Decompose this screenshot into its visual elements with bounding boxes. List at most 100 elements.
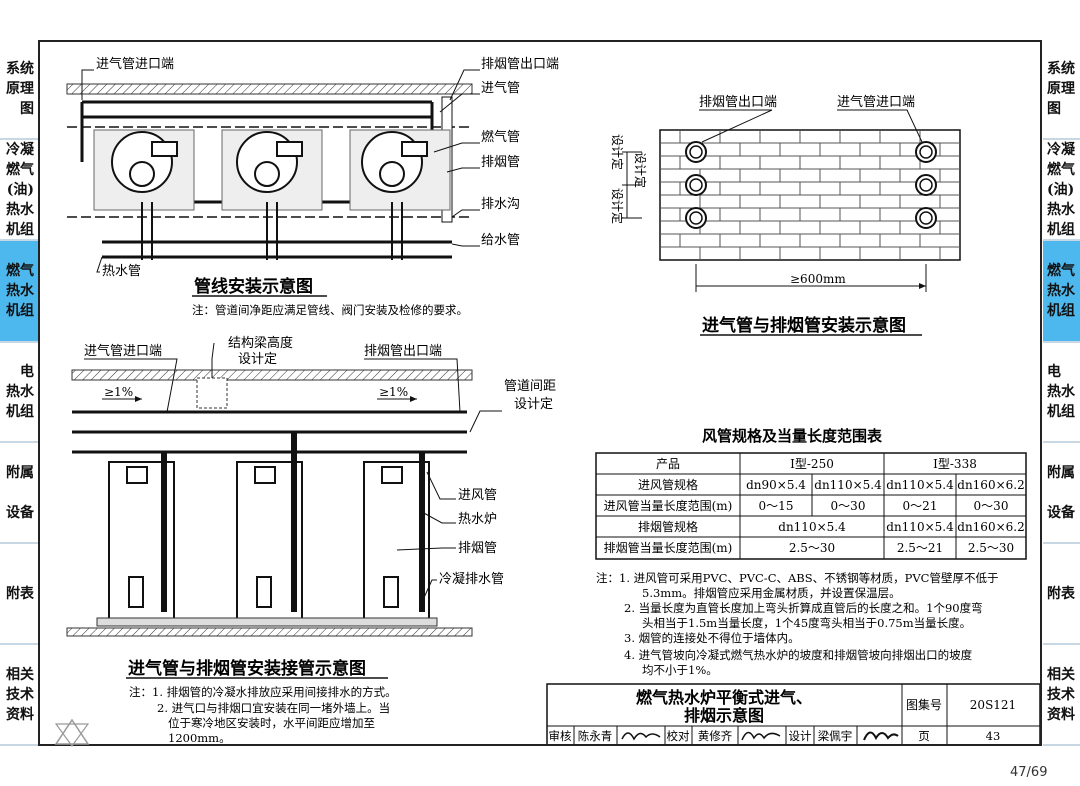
note-connection-1: 注：1. 排烟管的冷凝水排放应采用间接排水的方式。: [129, 685, 397, 699]
table-cell: dn110×5.4: [778, 520, 846, 534]
table-header-type-250: Ⅰ型-250: [790, 457, 834, 471]
note-connection-3: 位于寒冷地区安装时，水平间距应增加至: [168, 716, 375, 730]
tab-auxiliary-equipment[interactable]: 附属 设备: [0, 443, 38, 544]
note-line: 头相当于1.5m当量长度，1个45度弯头相当于0.75m当量长度。: [642, 616, 971, 630]
note-line: 注：1. 进风管可采用PVC、PVC-C、ABS、不锈钢等材质，PVC管壁厚不低…: [596, 571, 998, 585]
right-category-tabs: 系统 原理 图 冷凝 燃气 (油) 热水 机组 燃气 热水 机组 电 热水 机组…: [1043, 40, 1080, 746]
drawing-title-line2: 排烟示意图: [684, 706, 764, 725]
table-header-type-338: Ⅰ型-338: [933, 457, 977, 471]
tab-electric-hot-water-unit[interactable]: 电 热水 机组: [0, 343, 38, 443]
table-cell: dn110×5.4: [886, 478, 954, 492]
label-condensate: 冷凝排水管: [439, 571, 504, 587]
tab-appendix-tables-right[interactable]: 附表: [1043, 544, 1080, 645]
label-flue-outlet-top: 排烟管出口端: [481, 57, 559, 72]
table-cell: 2.5～30: [789, 541, 835, 555]
air-flue-installation-diagram: 排烟管出口端 进气管进口端 设计定 设计定 设计定 ≥600mm 进气管与排烟管…: [610, 94, 961, 336]
label-design-fixed-3: 设计定: [610, 188, 625, 224]
tab-gas-hot-water-unit[interactable]: 燃气 热水 机组: [0, 241, 38, 343]
title-connection-diagram: 进气管与排烟管安装接管示意图: [128, 658, 366, 679]
table-cell: 0～30: [831, 499, 866, 513]
table-title: 风管规格及当量长度范围表: [702, 427, 883, 445]
drawing-svg: 进气管进口端 排烟管出口端 进气管 燃气管 排烟管 排水沟 给水管 热水管 管线…: [66, 56, 1041, 746]
label-drain: 排水沟: [481, 197, 520, 212]
left-category-tabs: 系统 原理 图 冷凝 燃气 (油) 热水 机组 燃气 热水 机组 电 热水 机组…: [0, 40, 38, 746]
table-cell: dn110×5.4: [814, 478, 882, 492]
reviewer-signature-icon: [621, 732, 661, 741]
label-design-fixed-1: 设计定: [610, 134, 625, 170]
review-label: 审核: [549, 729, 572, 743]
label-pipe-spacing-design: 设计定: [514, 397, 553, 412]
note-line: 2. 当量长度为直管长度加上弯头折算成直管后的长度之和。1个90度弯: [624, 601, 983, 615]
tab-condensing-gas-unit[interactable]: 冷凝 燃气 (油) 热水 机组: [0, 140, 38, 241]
tab-appendix-tables[interactable]: 附表: [0, 544, 38, 645]
table-cell: dn160×6.2: [957, 520, 1024, 534]
label-min-spacing: ≥600mm: [790, 272, 846, 286]
viewer-page-indicator: 47/69: [1010, 765, 1048, 780]
check-label: 校对: [667, 729, 690, 743]
table-cell: 进风管当量长度范围(m): [604, 498, 733, 513]
label-pipe-spacing: 管道间距: [504, 379, 556, 394]
table-cell: 0～15: [759, 499, 794, 513]
label-water-heater: 热水炉: [458, 512, 497, 527]
title-air-flue-installation: 进气管与排烟管安装示意图: [702, 315, 906, 336]
title-pipeline-installation: 管线安装示意图: [194, 276, 313, 297]
label-gas-pipe: 燃气管: [481, 129, 520, 145]
table-cell: 排烟管规格: [638, 519, 698, 534]
table-cell: dn110×5.4: [886, 520, 954, 534]
label-beam-height: 结构梁高度: [228, 335, 293, 351]
tab-electric-hot-water-unit-right[interactable]: 电 热水 机组: [1043, 343, 1080, 443]
table-header-product: 产品: [656, 457, 680, 471]
tab-related-tech-docs[interactable]: 相关 技术 资料: [0, 645, 38, 746]
note-connection-2: 2. 进气口与排烟口宜安装在同一堵外墙上。当: [157, 701, 390, 715]
label-flue-pipe-top: 排烟管: [481, 155, 520, 170]
label-design-fixed-2: 设计定: [633, 152, 648, 188]
tab-condensing-gas-unit-right[interactable]: 冷凝 燃气 (油) 热水 机组: [1043, 140, 1080, 241]
table-cell: dn90×5.4: [746, 478, 806, 492]
tab-gas-hot-water-unit-right[interactable]: 燃气 热水 机组: [1043, 241, 1080, 343]
note-line: 4. 进气管坡向冷凝式燃气热水炉的坡度和排烟管坡向排烟出口的坡度: [624, 648, 973, 662]
note-line: 3. 烟管的连接处不得位于墙体内。: [624, 631, 800, 645]
heater-unit-top-2: [221, 129, 323, 211]
title-block: 燃气热水炉平衡式进气、 排烟示意图 图集号 20S121 审核 陈永青 校对 黄…: [546, 683, 1041, 746]
drawing-title-line1: 燃气热水炉平衡式进气、: [636, 688, 812, 707]
table-cell: 0～21: [903, 499, 938, 513]
note-line: 5.3mm。排烟管应采用金属材质，并设置保温层。: [642, 586, 901, 600]
label-air-pipe: 进气管: [481, 80, 520, 96]
label-slope-2: ≥1%: [379, 385, 408, 399]
checker-signature-icon: [741, 731, 781, 741]
water-heater-2: [236, 432, 303, 623]
note-connection-4: 1200mm。: [168, 731, 231, 744]
tab-related-tech-docs-right[interactable]: 相关 技术 资料: [1043, 645, 1080, 746]
atlas-label: 图集号: [906, 697, 942, 712]
heater-unit-top-1: [93, 129, 195, 211]
tab-system-diagram[interactable]: 系统 原理 图: [0, 40, 38, 140]
checker-name: 黄修齐: [698, 729, 733, 743]
label-water-supply: 给水管: [481, 233, 520, 248]
drawing-sheet: 进气管进口端 排烟管出口端 进气管 燃气管 排烟管 排水沟 给水管 热水管 管线…: [38, 40, 1042, 746]
water-heater-1: [108, 452, 175, 623]
table-cell: 2.5～21: [897, 541, 943, 555]
label-slope-1: ≥1%: [104, 385, 133, 399]
pipeline-installation-diagram: 进气管进口端 排烟管出口端 进气管 燃气管 排烟管 排水沟 给水管 热水管 管线…: [66, 56, 559, 317]
label-flue-pipe-bottom: 排烟管: [458, 541, 497, 556]
water-heater-3: [363, 452, 430, 623]
table-cell: dn160×6.2: [957, 478, 1024, 492]
page-label: 页: [918, 729, 930, 743]
note-pipeline-installation: 注：管道间净距应满足管线、阀门安装及检修的要求。: [192, 303, 468, 317]
reviewer-name: 陈永青: [578, 729, 613, 743]
table-cell: 排烟管当量长度范围(m): [604, 540, 733, 555]
duct-spec-table: 风管规格及当量长度范围表 产品 Ⅰ型-250 Ⅰ型-338 进风管规格 dn90…: [595, 427, 1027, 560]
label-air-inlet-top: 进气管进口端: [96, 56, 174, 72]
label-air-inlet-wall: 进气管进口端: [837, 94, 915, 110]
tab-auxiliary-equipment-right[interactable]: 附属 设备: [1043, 443, 1080, 544]
tab-system-diagram-right[interactable]: 系统 原理 图: [1043, 40, 1080, 140]
label-flue-outlet-bottom: 排烟管出口端: [364, 344, 442, 359]
air-flue-connection-diagram: ≥1% ≥1% 进气管进口端: [66, 335, 556, 745]
table-cell: 0～30: [974, 499, 1009, 513]
atlas-number: 20S121: [970, 698, 1016, 712]
designer-signature-icon: [863, 731, 899, 741]
table-cell: 2.5～30: [968, 541, 1014, 555]
right-notes: 注：1. 进风管可采用PVC、PVC-C、ABS、不锈钢等材质，PVC管壁厚不低…: [596, 571, 998, 677]
page-number: 43: [986, 729, 1001, 743]
label-hot-water: 热水管: [102, 264, 141, 279]
